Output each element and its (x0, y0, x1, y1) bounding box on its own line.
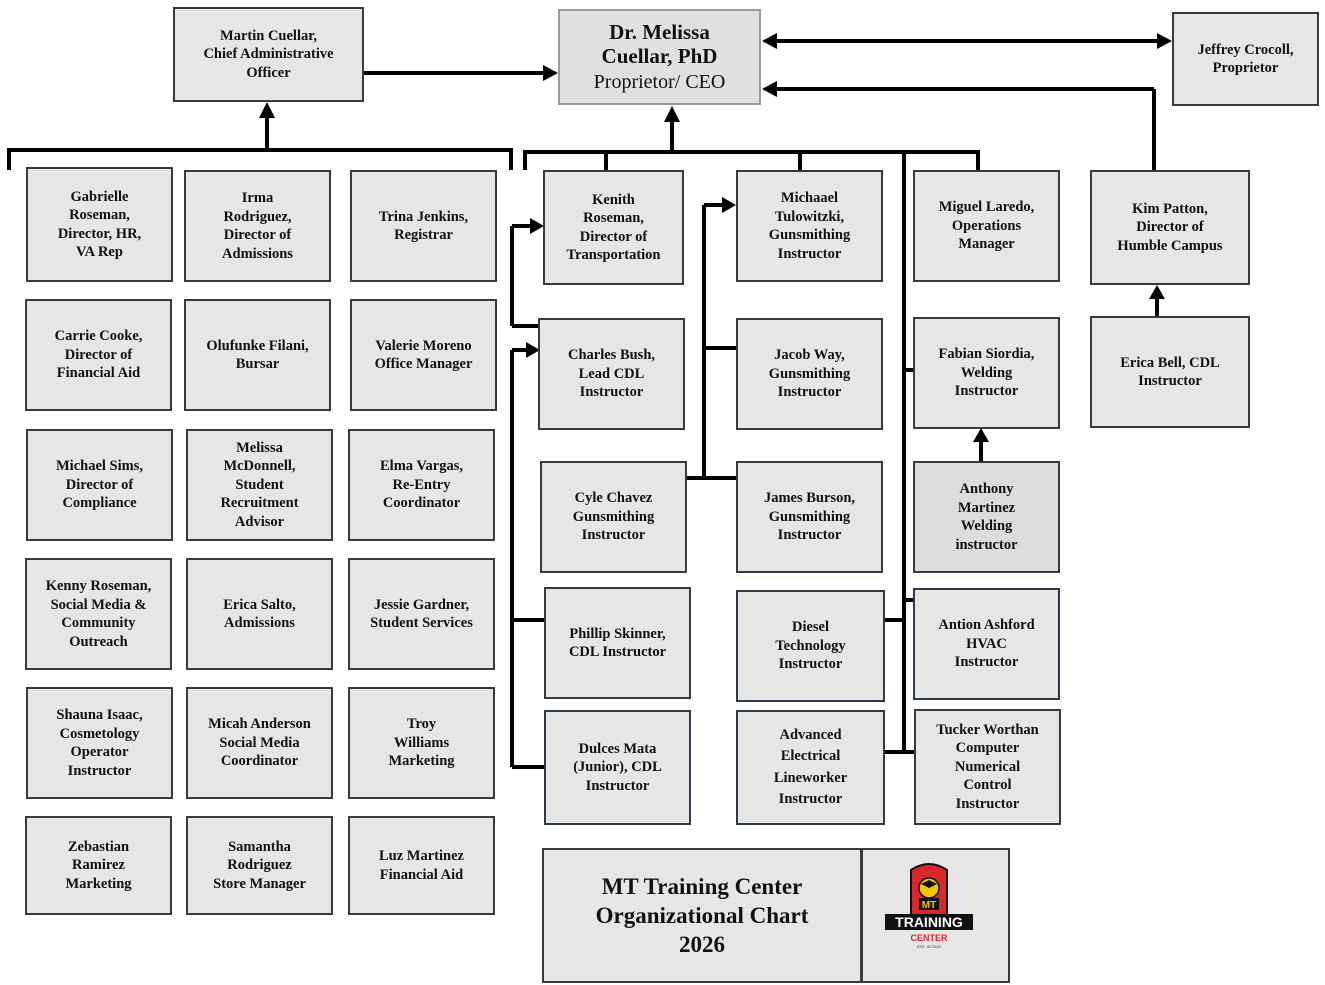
admin-box: Elma Vargas, Re-Entry Coordinator (348, 429, 495, 541)
operations-head-label: Miguel Laredo, Operations Manager (938, 199, 1035, 253)
admin-box: Luz Martinez Financial Aid (348, 816, 495, 915)
admin-box: Samantha Rodriguez Store Manager (186, 816, 333, 915)
operations-head-box: Miguel Laredo, Operations Manager (913, 170, 1060, 282)
transport-staff-label: Cyle Chavez Gunsmithing Instructor (572, 490, 655, 544)
gunsmithing-staff-box: James Burson, Gunsmithing Instructor (736, 461, 883, 573)
admin-label: Irma Rodriguez, Director of Admissions (222, 190, 293, 262)
admin-label: Samantha Rodriguez Store Manager (213, 838, 306, 892)
admin-box: Valerie Moreno Office Manager (350, 299, 497, 411)
logo-sub-text: CENTER (910, 933, 948, 943)
admin-box: Erica Salto, Admissions (186, 558, 333, 670)
proprietor-box: Jeffrey Crocoll, Proprietor (1172, 12, 1319, 106)
operations-staff-label: Fabian Siordia, Welding Instructor (938, 346, 1035, 400)
chart-title-box: MT Training Center Organizational Chart … (542, 848, 862, 983)
ceo-box: Dr. Melissa Cuellar, PhD Proprietor/ CEO (558, 9, 761, 105)
logo-box: MT TRAINING CENTER EST. IN 2022 (861, 848, 1010, 983)
ceo-role: Proprietor/ CEO (593, 71, 726, 93)
admin-label: Erica Salto, Admissions (223, 596, 296, 632)
proprietor-label: Jeffrey Crocoll, Proprietor (1197, 41, 1294, 77)
gunsmithing-staff-label: Jacob Way, Gunsmithing Instructor (768, 347, 851, 401)
admin-label: Zebastian Ramirez Marketing (65, 838, 132, 892)
gunsmithing-staff-box: Jacob Way, Gunsmithing Instructor (736, 318, 883, 430)
operations-staff-box: Anthony Martinez Welding instructor (913, 461, 1060, 573)
admin-box: Micah Anderson Social Media Coordinator (186, 687, 333, 799)
admin-box: Jessie Gardner, Student Services (348, 558, 495, 670)
admin-box: Melissa McDonnell, Student Recruitment A… (186, 429, 333, 541)
admin-label: Jessie Gardner, Student Services (370, 596, 473, 632)
gunsmithing-staff-label: Advanced Electrical Lineworker Instructo… (773, 726, 848, 808)
humble-head-box: Kim Patton, Director of Humble Campus (1090, 170, 1250, 285)
admin-box: Zebastian Ramirez Marketing (25, 816, 172, 915)
admin-label: Micah Anderson Social Media Coordinator (208, 716, 311, 770)
transport-staff-label: Charles Bush, Lead CDL Instructor (567, 347, 656, 401)
admin-box: Olufunke Filani, Bursar (184, 299, 331, 411)
ceo-name: Dr. Melissa Cuellar, PhD (601, 20, 718, 68)
admin-box: Gabrielle Roseman, Director, HR, VA Rep (26, 167, 173, 282)
admin-label: Gabrielle Roseman, Director, HR, VA Rep (57, 188, 142, 261)
operations-staff-label: Anthony Martinez Welding instructor (955, 481, 1018, 553)
gunsmithing-head-box: Michaael Tulowitzki, Gunsmithing Instruc… (736, 170, 883, 282)
cao-label: Martin Cuellar, Chief Administrative Off… (203, 27, 334, 81)
operations-staff-box: Fabian Siordia, Welding Instructor (913, 317, 1060, 429)
admin-label: Valerie Moreno Office Manager (374, 337, 473, 373)
chart-title: MT Training Center Organizational Chart … (595, 874, 809, 957)
admin-label: Carrie Cooke, Director of Financial Aid (54, 328, 143, 382)
transport-staff-label: Dulces Mata (Junior), CDL Instructor (573, 740, 662, 794)
operations-staff-label: Antion Ashford HVAC Instructor (938, 617, 1035, 671)
logo-top-text: MT (922, 900, 936, 911)
admin-label: Shauna Isaac, Cosmetology Operator Instr… (56, 707, 143, 779)
admin-box: Trina Jenkins, Registrar (350, 170, 497, 282)
logo-word-text: TRAINING (895, 914, 963, 930)
admin-box: Shauna Isaac, Cosmetology Operator Instr… (26, 687, 173, 799)
gunsmithing-staff-label: James Burson, Gunsmithing Instructor (763, 490, 856, 544)
admin-box: Kenny Roseman, Social Media & Community … (25, 558, 172, 670)
gunsmithing-staff-box: Diesel Technology Instructor (736, 590, 885, 702)
gunsmithing-staff-box: Advanced Electrical Lineworker Instructo… (736, 710, 885, 825)
humble-staff-label: Erica Bell, CDL Instructor (1120, 354, 1220, 390)
admin-box: Michael Sims, Director of Compliance (26, 429, 173, 541)
admin-label: Trina Jenkins, Registrar (378, 208, 469, 244)
transport-head-label: Kenith Roseman, Director of Transportati… (566, 191, 661, 264)
cao-box: Martin Cuellar, Chief Administrative Off… (173, 7, 364, 102)
logo-tiny-text: EST. IN 2022 (917, 944, 941, 949)
transport-head-box: Kenith Roseman, Director of Transportati… (543, 170, 684, 285)
transport-staff-label: Phillip Skinner, CDL Instructor (568, 625, 667, 661)
humble-head-label: Kim Patton, Director of Humble Campus (1117, 200, 1223, 254)
admin-label: Elma Vargas, Re-Entry Coordinator (380, 458, 463, 512)
admin-label: Luz Martinez Financial Aid (379, 848, 464, 883)
humble-staff-box: Erica Bell, CDL Instructor (1090, 316, 1250, 428)
operations-staff-box: Antion Ashford HVAC Instructor (913, 588, 1060, 700)
admin-label: Melissa McDonnell, Student Recruitment A… (220, 439, 299, 530)
operations-staff-box: Tucker Worthan Computer Numerical Contro… (914, 709, 1061, 825)
admin-label: Troy Williams Marketing (388, 716, 455, 770)
gunsmithing-head-label: Michaael Tulowitzki, Gunsmithing Instruc… (768, 190, 851, 262)
admin-box: Carrie Cooke, Director of Financial Aid (25, 299, 172, 411)
admin-label: Kenny Roseman, Social Media & Community … (45, 578, 152, 650)
transport-staff-box: Charles Bush, Lead CDL Instructor (538, 318, 685, 430)
admin-box: Troy Williams Marketing (348, 687, 495, 799)
transport-staff-box: Phillip Skinner, CDL Instructor (544, 587, 691, 699)
admin-label: Michael Sims, Director of Compliance (56, 458, 143, 512)
transport-staff-box: Cyle Chavez Gunsmithing Instructor (540, 461, 687, 573)
transport-staff-box: Dulces Mata (Junior), CDL Instructor (544, 710, 691, 825)
admin-label: Olufunke Filani, Bursar (206, 337, 309, 373)
gunsmithing-staff-label: Diesel Technology Instructor (775, 619, 846, 673)
admin-box: Irma Rodriguez, Director of Admissions (184, 170, 331, 282)
training-center-logo: MT TRAINING CENTER EST. IN 2022 (885, 863, 973, 949)
operations-staff-label: Tucker Worthan Computer Numerical Contro… (936, 721, 1039, 812)
